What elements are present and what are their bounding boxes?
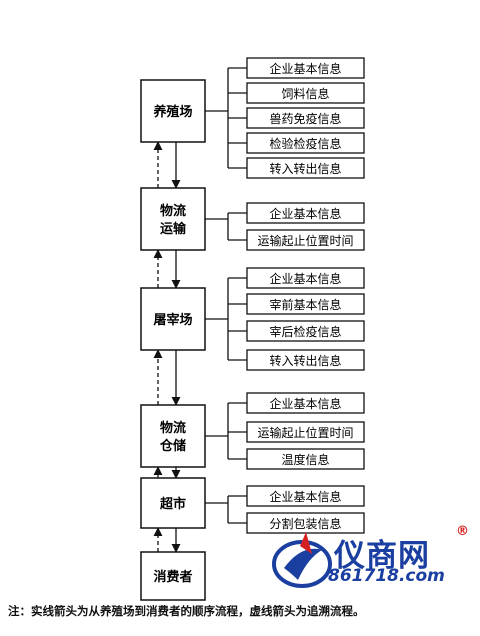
info-label: 分割包装信息 xyxy=(269,516,341,531)
info-box xyxy=(246,320,365,342)
info-box xyxy=(246,267,365,289)
info-label: 运输起止位置时间 xyxy=(257,233,353,248)
info-label: 转入转出信息 xyxy=(269,353,341,368)
logo-name: 仪商网 xyxy=(334,538,430,574)
info-box xyxy=(246,349,365,371)
info-label: 运输起止位置时间 xyxy=(257,425,353,440)
stage-label-slaughter: 屠宰场 xyxy=(153,312,192,328)
info-label: 检验检疫信息 xyxy=(269,136,341,151)
stage-label-storage: 物流 xyxy=(160,420,186,436)
stage-box-slaughter xyxy=(140,287,206,351)
logo-url: 861718.com xyxy=(328,566,445,586)
info-label: 企业基本信息 xyxy=(269,396,341,411)
info-label: 企业基本信息 xyxy=(269,206,341,221)
stage-box-farm xyxy=(140,79,206,143)
info-label: 企业基本信息 xyxy=(269,489,341,504)
stage-label-transport: 物流 xyxy=(160,203,186,219)
info-box xyxy=(246,293,365,315)
info-box xyxy=(246,421,365,443)
logo-emblem-icon xyxy=(272,532,332,588)
info-box xyxy=(246,107,365,129)
diagram-footnote: 注：实线箭头为从养殖场到消费者的顺序流程，虚线箭头为追溯流程。 xyxy=(8,604,365,618)
stage-label-storage: 仓储 xyxy=(159,438,186,454)
info-label: 宰前基本信息 xyxy=(269,297,341,312)
stage-box-storage xyxy=(140,404,206,468)
connector-lines xyxy=(153,67,247,553)
info-box xyxy=(246,229,365,251)
info-box xyxy=(246,57,365,79)
stage-box-transport xyxy=(140,187,206,251)
stage-label-farm: 养殖场 xyxy=(152,104,192,120)
info-boxes: 企业基本信息饲料信息兽药免疫信息检验检疫信息转入转出信息企业基本信息运输起止位置… xyxy=(246,57,365,534)
info-box xyxy=(246,157,365,179)
info-box xyxy=(246,448,365,470)
info-label: 饲料信息 xyxy=(281,86,329,101)
info-box xyxy=(246,485,365,507)
info-label: 转入转出信息 xyxy=(269,161,341,176)
info-box xyxy=(246,132,365,154)
info-box xyxy=(246,512,365,534)
logo-registered-mark: ® xyxy=(456,524,469,539)
stage-box-supermarket xyxy=(140,477,206,529)
stage-box-consumer xyxy=(140,551,206,601)
stage-label-supermarket: 超市 xyxy=(160,496,186,512)
info-label: 企业基本信息 xyxy=(269,271,341,286)
info-box xyxy=(246,82,365,104)
info-label: 温度信息 xyxy=(281,452,329,467)
info-box xyxy=(246,202,365,224)
info-label: 宰后检疫信息 xyxy=(269,324,341,339)
info-label: 企业基本信息 xyxy=(269,61,341,76)
stage-label-consumer: 消费者 xyxy=(153,569,192,585)
site-logo: 仪商网 ® 861718.com xyxy=(268,524,478,594)
stage-label-transport: 运输 xyxy=(160,221,187,237)
info-box xyxy=(246,392,365,414)
info-label: 兽药免疫信息 xyxy=(269,111,341,126)
